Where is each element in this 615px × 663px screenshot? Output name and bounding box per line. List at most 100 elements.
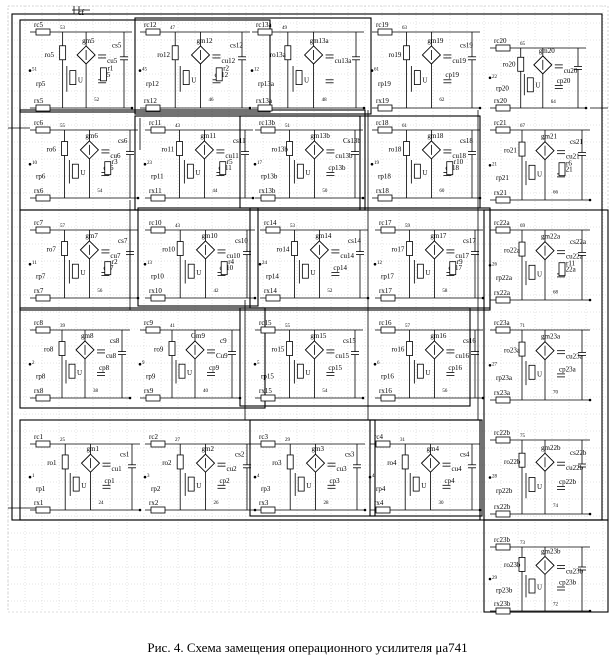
node-in: 5	[257, 361, 260, 366]
label-rx: rx20	[494, 97, 507, 105]
label-gm: gm3	[312, 445, 325, 453]
label-cs: cs2	[235, 451, 245, 459]
resistor-rp	[528, 264, 536, 280]
label-rx: rx6	[34, 187, 44, 195]
label-ro: ro5	[45, 51, 55, 59]
resistor-rx	[495, 396, 511, 404]
output-node	[588, 198, 592, 202]
node-out: 50	[322, 189, 328, 194]
label-ro: ro13b	[272, 146, 289, 154]
label-rp: rp21	[496, 174, 509, 182]
input-node	[138, 69, 142, 72]
node-out: 54	[322, 389, 328, 394]
resistor-ro	[171, 45, 179, 61]
node-top: 51	[285, 124, 291, 129]
output-node	[136, 296, 140, 300]
resistor-rc	[377, 28, 393, 36]
input-node	[143, 162, 147, 166]
label-gm: gm13a	[310, 37, 330, 45]
node-out: 44	[212, 189, 218, 194]
node-top: 57	[405, 324, 411, 329]
label-extra-resistor: r5	[227, 158, 233, 166]
resistor-ro	[403, 141, 410, 156]
node-top: 57	[60, 224, 66, 229]
label-rx: rx4	[374, 499, 384, 507]
label-rp: rp3	[261, 485, 271, 493]
label-cs: cs8	[110, 337, 120, 345]
label-gm: gm19	[427, 37, 443, 45]
label-rc: rc8	[34, 319, 43, 327]
resistor-ro	[286, 341, 293, 356]
voltage-symbol: U	[81, 482, 86, 490]
label-rc: rc10	[149, 219, 162, 227]
resistor-rp	[186, 163, 194, 179]
frame-outline	[137, 207, 259, 307]
label-cu: cu10	[227, 252, 241, 260]
input-node	[253, 162, 257, 166]
node-in: 6	[377, 361, 380, 366]
label-cu: cu7	[110, 252, 121, 260]
label-rp: rp15	[261, 372, 274, 380]
node-out: 60	[439, 189, 445, 194]
label-ro: ro20	[503, 60, 516, 68]
resistor-ro	[403, 45, 410, 61]
input-node	[488, 264, 492, 267]
input-node	[370, 69, 374, 72]
label-cp: cp22a	[559, 265, 577, 273]
label-cs: cs1	[120, 451, 130, 459]
resistor-rc	[377, 126, 393, 134]
label-cu: cu23a	[566, 353, 584, 361]
resistor-rp	[528, 578, 536, 594]
label-ro: ro18	[389, 146, 402, 154]
label-rx: rx3	[259, 499, 269, 507]
voltage-symbol: U	[304, 77, 309, 85]
input-node	[253, 475, 257, 479]
voltage-symbol: U	[537, 583, 542, 591]
input-node	[28, 475, 32, 479]
label-rc: rc7	[34, 219, 43, 227]
label-rx: rx19	[376, 97, 389, 105]
label-cp: cp1	[105, 477, 116, 485]
node-in: 12	[254, 68, 260, 73]
stage-s12: rc1247rx1245ro12rp12Ugm12cu12cp12cs1246r…	[138, 21, 252, 112]
label-gm: gm10	[202, 232, 218, 240]
resistor-rp	[528, 477, 536, 492]
label-rx: rx22b	[494, 503, 511, 511]
node-top: 69	[520, 224, 526, 229]
label-cs: cs22b	[570, 449, 587, 457]
resistor-extra	[449, 261, 457, 276]
resistor-extra	[104, 261, 112, 276]
label-rp: rp17	[381, 272, 394, 280]
label-rp: rp23b	[496, 587, 513, 595]
label-rp: rp12	[146, 80, 159, 88]
node-in: 23	[147, 161, 153, 166]
node-out: 40	[203, 389, 209, 394]
input-node	[488, 364, 492, 367]
input-node	[370, 162, 374, 166]
resistor-rc	[150, 440, 166, 448]
stage-s7: rc757rx711ro7rp7Ugm7cu7cp7cs756r2	[28, 219, 140, 302]
label-extra-resistor: r4	[228, 258, 234, 266]
resistor-rc	[35, 126, 51, 134]
label-rc: rc5	[34, 21, 43, 29]
label-rx: rx9	[144, 387, 154, 395]
node-in: 11	[32, 261, 37, 266]
node-out: 70	[553, 391, 559, 396]
node-in: 1	[32, 474, 35, 479]
label-extra-resistor: r10	[454, 158, 464, 166]
label-cu: cu3	[337, 465, 348, 473]
resistor-rc	[495, 326, 511, 334]
resistor-extra	[558, 262, 566, 277]
node-out: 28	[324, 501, 330, 506]
resistor-rc	[495, 543, 511, 551]
resistor-rc	[35, 326, 51, 334]
output-node	[361, 396, 365, 400]
label-extra-resistor: r11	[566, 259, 576, 267]
resistor-rx	[35, 194, 51, 202]
